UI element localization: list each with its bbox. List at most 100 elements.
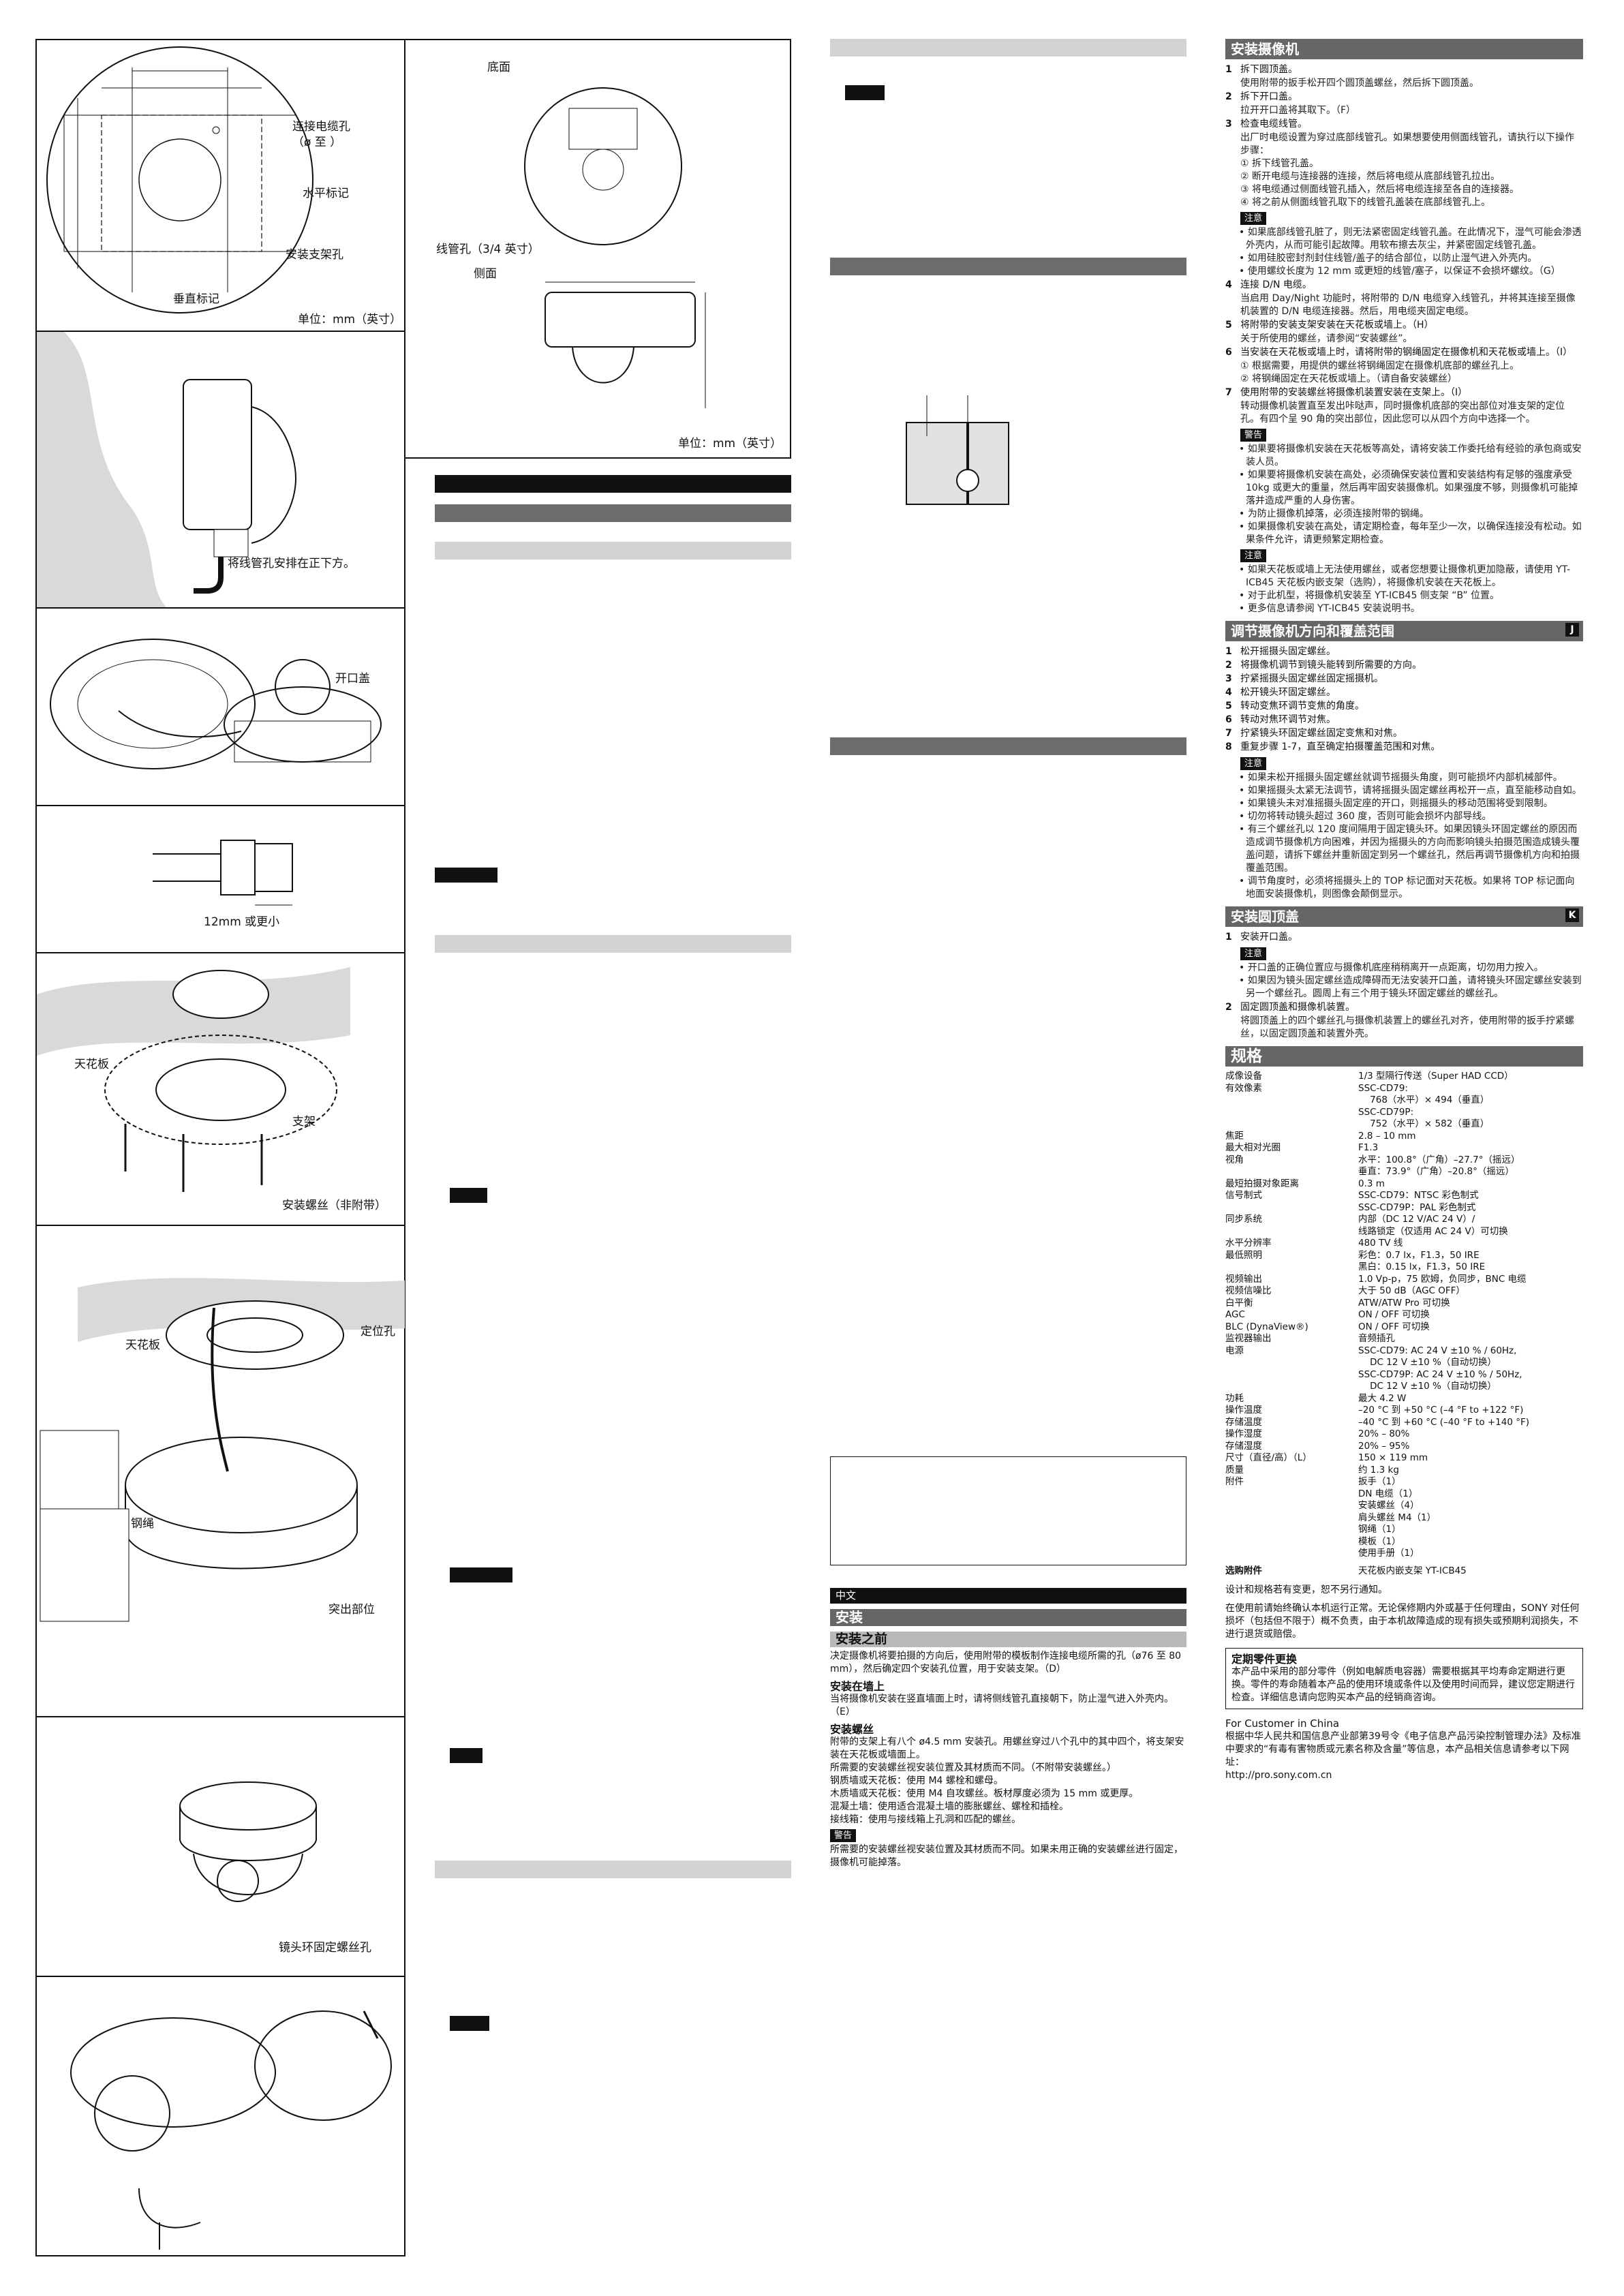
note-item: • 调节角度时，必须将摇摄头上的 TOP 标记面对天花板。如果将 TOP 标记面… (1239, 876, 1575, 900)
step-detail: 使用附带的扳手松开四个圆顶盖螺丝，然后拆下圆顶盖。 (1240, 78, 1479, 89)
install-bar: 安装 (830, 1609, 1186, 1626)
spec-key (1225, 1512, 1358, 1525)
note-item: • 如果天花板或墙上无法使用螺丝，或者您想要让摄像机更加隐蔽，请使用 YT-IC… (1239, 564, 1571, 588)
note-badge: 注意 (1240, 549, 1267, 562)
section-bar (435, 504, 791, 522)
positioning-hole-label: 定位孔 (361, 1325, 395, 1338)
spec-key: 质量 (1225, 1464, 1244, 1475)
col3-bar-1 (830, 39, 1186, 57)
spec-value: DC 12 V ±10 %（自动切换） (1358, 1357, 1497, 1368)
col3-empty-box (830, 1456, 1186, 1565)
figure-i-panel: 天花板 定位孔 钢绳 突出部位 (35, 1225, 405, 1717)
step-detail: ② 将钢绳固定在天花板或墙上。（请自备安装螺丝） (1240, 373, 1457, 384)
thread-length-label: 12mm 或更小 (204, 915, 280, 929)
spec-value: DC 12 V ±10 %（自动切换） (1358, 1381, 1497, 1392)
spec-key: BLC (DynaView®) (1225, 1321, 1308, 1332)
spec-value: SSC-CD79: AC 24 V ±10 % / 60Hz, (1358, 1345, 1517, 1356)
note-item: • 开口盖的正确位置应与摄像机底座稍稍离开一点距离，切勿用力按入。 (1239, 962, 1544, 973)
screw-line: 钢质墙或天花板：使用 M4 螺栓和螺母。 (830, 1775, 1003, 1786)
optional-row: 选购附件天花板内嵌支架 YT-ICB45 (1225, 1565, 1467, 1576)
spec-key: 操作温度 (1225, 1405, 1262, 1415)
china-url[interactable]: http://pro.sony.com.cn (1225, 1770, 1332, 1781)
spec-value: 使用手册（1） (1358, 1548, 1420, 1559)
step-detail: ④ 将之前从侧面线管孔取下的线管孔盖装在底部线管孔上。 (1240, 197, 1490, 208)
note-item: • 有三个螺丝孔以 120 度间隔用于固定镜头环。如果因镜头环固定螺丝的原因而造… (1239, 824, 1580, 874)
spec-key: 水平分辨率 (1225, 1238, 1272, 1249)
col3-tag-1 (845, 85, 885, 100)
warning-text: 所需要的安装螺丝视安装位置及其材质而不同。如果未用正确的安装螺丝进行固定，摄像机… (830, 1844, 1183, 1868)
spec-value: 20% – 95% (1358, 1440, 1410, 1452)
spec-value: 752（水平）× 582（垂直） (1358, 1118, 1490, 1129)
spec-value: 安装螺丝（4） (1358, 1500, 1420, 1511)
step-detail: 当启用 Day/Night 功能时，将附带的 D/N 电缆穿入线管孔，并将其连接… (1240, 293, 1576, 317)
spec-key: 最低照明 (1225, 1249, 1262, 1261)
mount-hole-label: 安装支架孔 (286, 248, 343, 262)
step-detail: 关于所使用的螺丝，请参阅“安装螺丝”。 (1240, 333, 1413, 344)
bottom-view-label: 底面 (487, 61, 510, 74)
spec-key (1225, 1500, 1358, 1512)
vertical-mark-label: 垂直标记 (173, 292, 219, 306)
spec-value: 钢绳（1） (1358, 1524, 1401, 1535)
ceiling-label-2: 天花板 (125, 1338, 160, 1352)
unit-label-2: 单位：mm（英寸） (678, 437, 782, 450)
step-detail: ① 拆下线管孔盖。 (1240, 158, 1319, 169)
spec-key: 功耗 (1225, 1392, 1244, 1404)
note-badge: 注意 (1240, 757, 1267, 770)
spec-key: 信号制式 (1225, 1190, 1262, 1201)
lens-ring-label: 镜头环固定螺丝孔 (279, 1941, 371, 1955)
spec-key (1225, 1381, 1358, 1393)
warning-item: • 如果摄像机安装在高处，请定期检查，每年至少一次，以确保连接没有松动。如果条件… (1239, 521, 1582, 545)
spec-value: 1.0 Vp-p，75 欧姆，负同步，BNC 电缆 (1358, 1273, 1527, 1285)
col3-bar-3 (830, 737, 1186, 755)
chinese-lang-bar: 中文 (830, 1588, 1186, 1604)
spec-value: 480 TV 线 (1358, 1238, 1403, 1249)
spec-value: 大于 50 dB（AGC OFF） (1358, 1285, 1465, 1296)
figure-k-panel (35, 1976, 405, 2256)
note-badge: 注意 (1240, 212, 1267, 225)
horizontal-mark-label: 水平标记 (303, 187, 349, 200)
dome-drawing (70, 2010, 392, 2250)
unit-label: 单位：mm（英寸） (298, 313, 402, 326)
step-detail: 将圆顶盖上的四个螺丝孔与摄像机装置上的螺丝孔对齐，使用附带的扳手拧紧螺丝，以固定… (1240, 1015, 1574, 1039)
screw-title: 安装螺丝 (830, 1723, 874, 1736)
spec-value: 内部（DC 12 V/AC 24 V）/ (1358, 1214, 1475, 1225)
spec-key: 视频信噪比 (1225, 1285, 1272, 1296)
chinese-intro: 中文 安装 安装之前 决定摄像机将要拍摄的方向后，使用附带的模板制作连接电缆所需… (830, 1588, 1186, 1869)
spec-key: 最大相对光圈 (1225, 1142, 1281, 1153)
spec-key: 白平衡 (1225, 1297, 1253, 1308)
periodic-box: 定期零件更换 本产品中采用的部分零件（例如电解质电容器）需要根据其平均寿命定期进… (1225, 1648, 1583, 1709)
spec-value: –20 °C 到 +50 °C (–4 °F to +122 °F) (1358, 1405, 1524, 1415)
spec-value: 黑白：0.15 lx，F1.3，50 IRE (1358, 1261, 1486, 1272)
ceiling-label: 天花板 (74, 1058, 109, 1071)
spec-value: 音频插孔 (1358, 1333, 1395, 1344)
install-camera-title: 安装摄像机 (1225, 39, 1583, 59)
spec-key: 视频输出 (1225, 1273, 1262, 1285)
warning-badge: 警告 (1240, 429, 1267, 442)
spec-key: 成像设备 (1225, 1071, 1262, 1082)
spec-value: –40 °C 到 +60 °C (–40 °F to +140 °F) (1358, 1416, 1530, 1428)
spec-key (1225, 1226, 1358, 1238)
spec-value: 0.3 m (1358, 1178, 1385, 1189)
bracket-mount-drawing (37, 967, 350, 1192)
col3-bar-2 (830, 258, 1186, 275)
china-text: 根据中华人民共和国信息产业部第39号令《电子信息产品污染控制管理办法》及标准中要… (1225, 1731, 1581, 1768)
spec-value: SSC-CD79: (1358, 1082, 1408, 1094)
spec-value: 水平：100.8°（广角）–27.7°（摇远） (1358, 1154, 1520, 1165)
note-badge: 注意 (1240, 947, 1267, 960)
